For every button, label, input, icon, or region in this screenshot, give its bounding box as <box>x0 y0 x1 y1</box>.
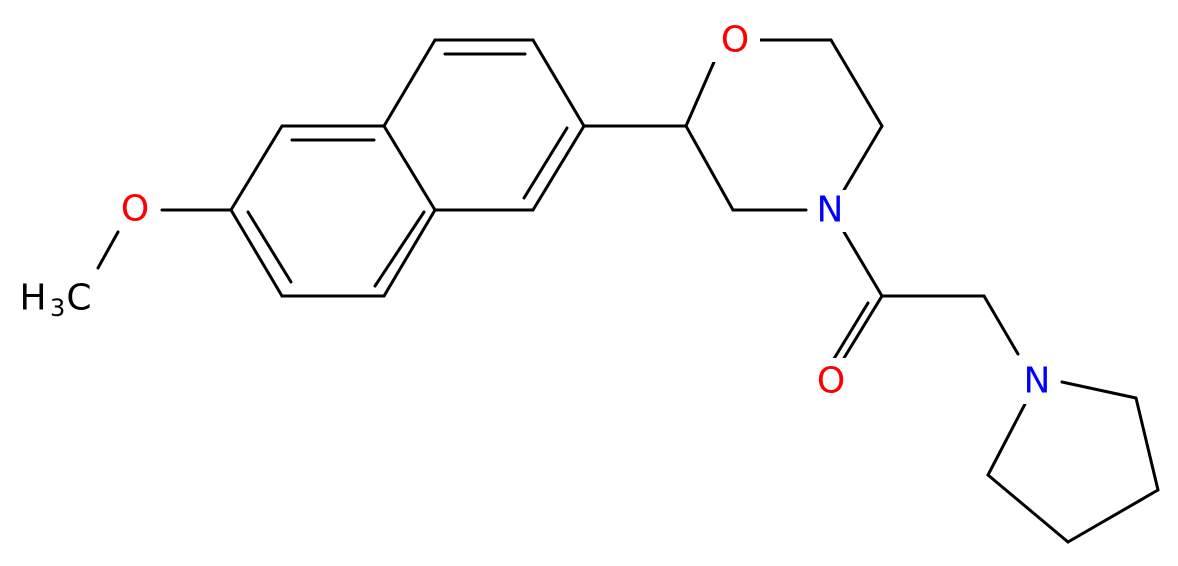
methoxy-oxygen-label: O <box>121 189 149 230</box>
bond <box>830 301 870 364</box>
bond <box>829 38 884 128</box>
methyl-h-label: H <box>19 278 46 319</box>
bond <box>373 210 426 288</box>
morpholine-oxygen-label: O <box>721 20 749 61</box>
pyrrolidine-nitrogen-label: N <box>1024 361 1051 402</box>
methyl-subscript-label: 3 <box>50 294 65 322</box>
bond <box>531 124 586 212</box>
bond <box>229 208 284 298</box>
bond <box>986 473 1070 544</box>
bond <box>382 124 437 212</box>
atom-background <box>809 358 853 402</box>
bond <box>382 208 437 298</box>
bond <box>229 124 284 212</box>
bond <box>522 126 569 200</box>
atom-background <box>1015 360 1059 404</box>
atom-background <box>114 188 156 230</box>
bond <box>1066 488 1160 544</box>
bond <box>986 402 1027 477</box>
bond <box>1060 380 1138 400</box>
bond <box>1134 396 1160 492</box>
bond <box>684 60 716 128</box>
atom-label-layer: O H 3 C O N O N <box>14 20 1059 404</box>
bond <box>842 124 884 192</box>
bond <box>96 230 120 270</box>
bond <box>531 38 586 128</box>
atom-background <box>712 20 760 62</box>
methyl-c-label: C <box>66 278 91 319</box>
bond <box>842 294 884 360</box>
carbonyl-oxygen-label: O <box>817 361 845 402</box>
atom-background <box>14 272 102 320</box>
bond-layer <box>96 38 1160 544</box>
bond <box>842 230 884 298</box>
bond <box>382 38 437 128</box>
bond <box>982 294 1020 356</box>
morpholine-nitrogen-label: N <box>817 190 844 231</box>
atom-background <box>808 190 852 232</box>
bond <box>246 210 293 284</box>
bond <box>684 124 735 212</box>
